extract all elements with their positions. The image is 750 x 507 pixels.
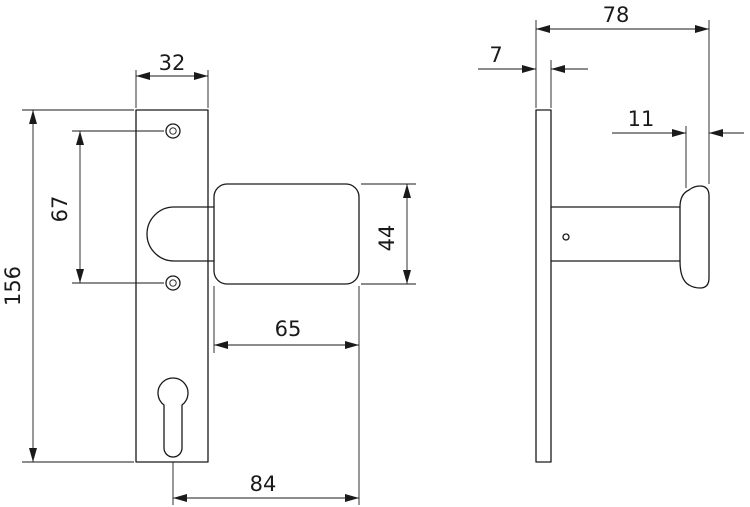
dim-knob-height: 44 xyxy=(361,183,416,285)
side-view xyxy=(535,109,710,463)
dim-label-knob-length: 65 xyxy=(275,317,302,341)
backplate xyxy=(135,109,209,463)
side-knob-disc xyxy=(679,185,710,289)
front-view xyxy=(135,109,360,463)
side-grub-screw xyxy=(562,233,570,241)
side-dimensions: 78 7 11 xyxy=(478,3,744,188)
knob xyxy=(213,183,360,285)
dim-total-depth: 78 xyxy=(535,3,710,184)
dim-hole-spacing: 67 xyxy=(48,130,164,284)
screw-hole-top xyxy=(165,123,181,139)
side-spindle xyxy=(550,206,681,262)
dim-overall-height: 156 xyxy=(1,109,134,463)
dim-label-plate-width: 32 xyxy=(159,51,186,75)
dim-label-plate-thickness: 7 xyxy=(489,43,502,67)
dim-knob-rim: 11 xyxy=(612,107,744,188)
side-plate xyxy=(535,109,552,463)
front-dimensions: 32 156 67 44 xyxy=(1,51,416,505)
dim-plate-width: 32 xyxy=(135,51,209,108)
dim-plate-thickness: 7 xyxy=(478,43,588,108)
dim-label-total-depth: 78 xyxy=(603,3,630,27)
dim-label-cylinder-to-knob: 84 xyxy=(250,472,277,496)
dim-cylinder-to-knob: 84 xyxy=(172,353,360,505)
dim-label-knob-rim: 11 xyxy=(628,107,655,131)
dim-label-knob-height: 44 xyxy=(375,225,399,252)
knob-neck xyxy=(146,206,215,262)
dim-label-overall-height: 156 xyxy=(1,266,25,306)
cylinder-cutout xyxy=(157,377,189,458)
dim-label-hole-spacing: 67 xyxy=(48,196,72,223)
dim-knob-length: 65 xyxy=(213,286,360,353)
screw-hole-bottom xyxy=(165,275,181,291)
